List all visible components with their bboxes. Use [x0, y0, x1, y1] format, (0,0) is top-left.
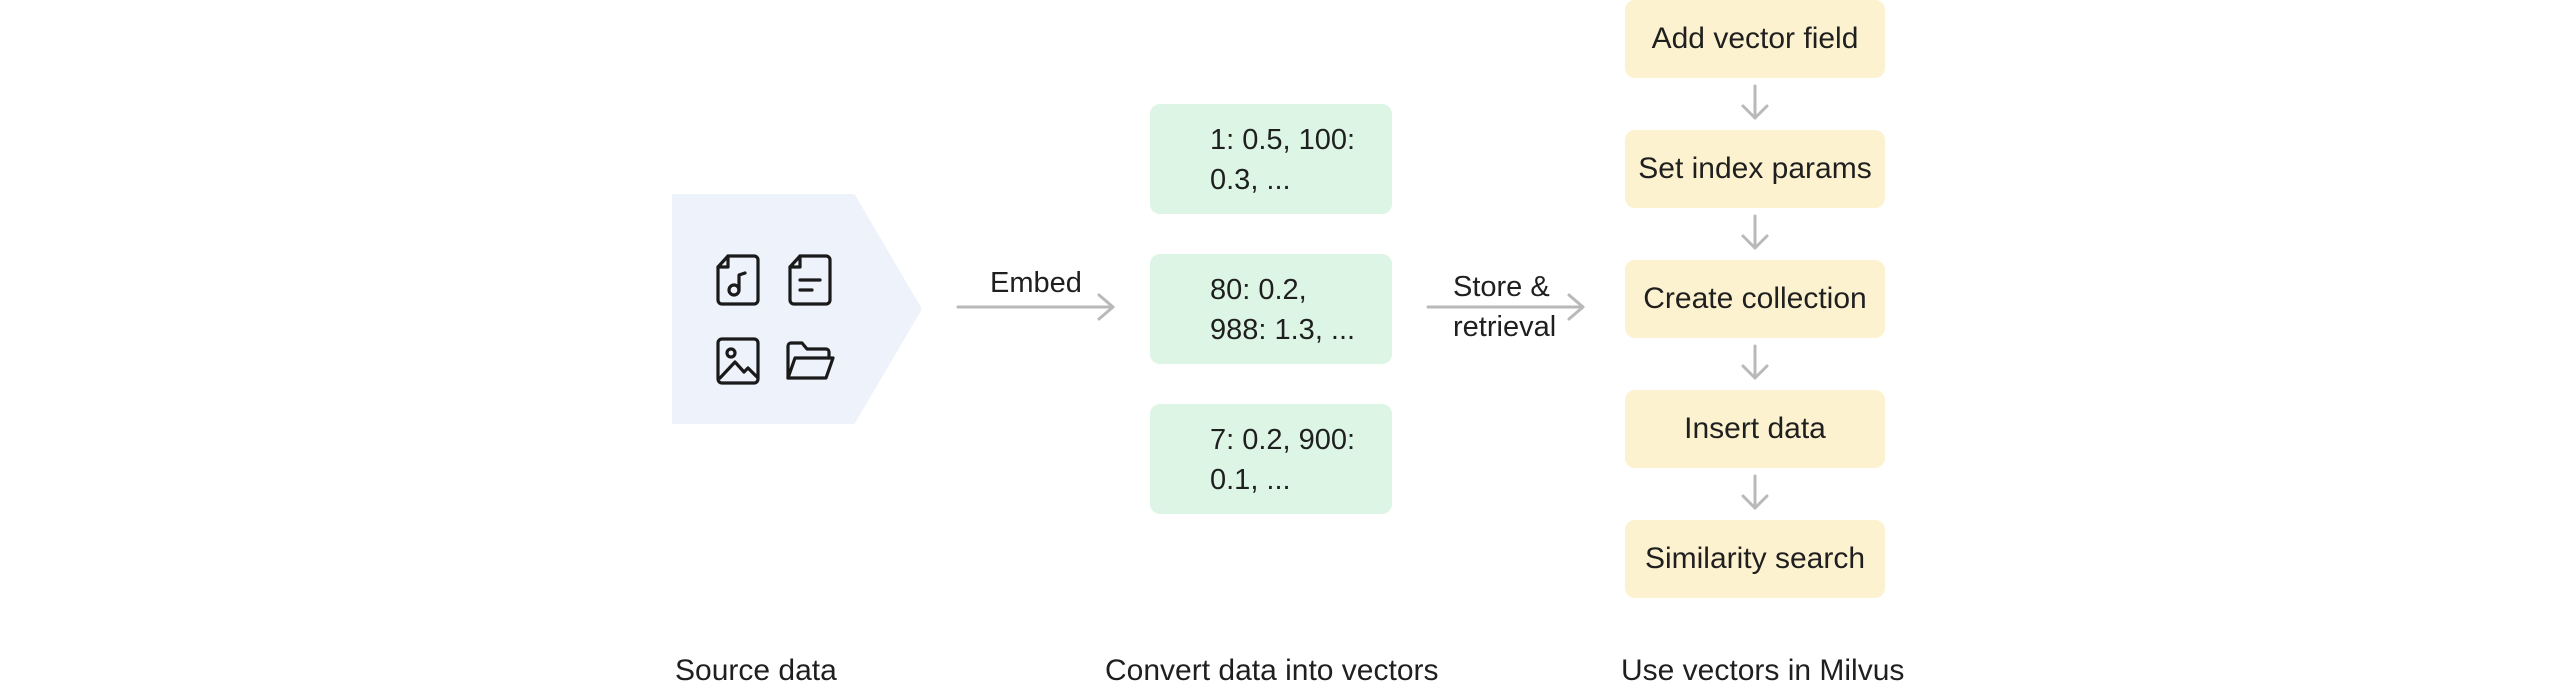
source-data-shape — [672, 194, 922, 424]
vectors-caption: Convert data into vectors — [1105, 654, 1439, 687]
vector-box: 7: 0.2, 900: 0.1, ... — [1150, 404, 1392, 514]
folder-icon — [784, 334, 836, 388]
step-create-collection: Create collection — [1625, 260, 1885, 338]
image-file-icon — [714, 334, 762, 388]
vector-box: 1: 0.5, 100: 0.3, ... — [1150, 104, 1392, 214]
step-arrow-3 — [1741, 344, 1769, 380]
step-add-vector-field: Add vector field — [1625, 0, 1885, 78]
store-retrieval-label: Store & retrieval — [1453, 271, 1557, 343]
step-arrow-2 — [1741, 214, 1769, 250]
milvus-caption: Use vectors in Milvus — [1621, 654, 1905, 687]
step-similarity-search: Similarity search — [1625, 520, 1885, 598]
step-arrow-1 — [1741, 84, 1769, 120]
step-insert-data: Insert data — [1625, 390, 1885, 468]
source-data-caption: Source data — [675, 654, 837, 687]
vector-box: 80: 0.2, 988: 1.3, ... — [1150, 254, 1392, 364]
step-arrow-4 — [1741, 474, 1769, 510]
audio-file-icon — [714, 253, 762, 307]
document-file-icon — [786, 253, 834, 307]
embed-label: Embed — [990, 267, 1082, 299]
step-set-index-params: Set index params — [1625, 130, 1885, 208]
